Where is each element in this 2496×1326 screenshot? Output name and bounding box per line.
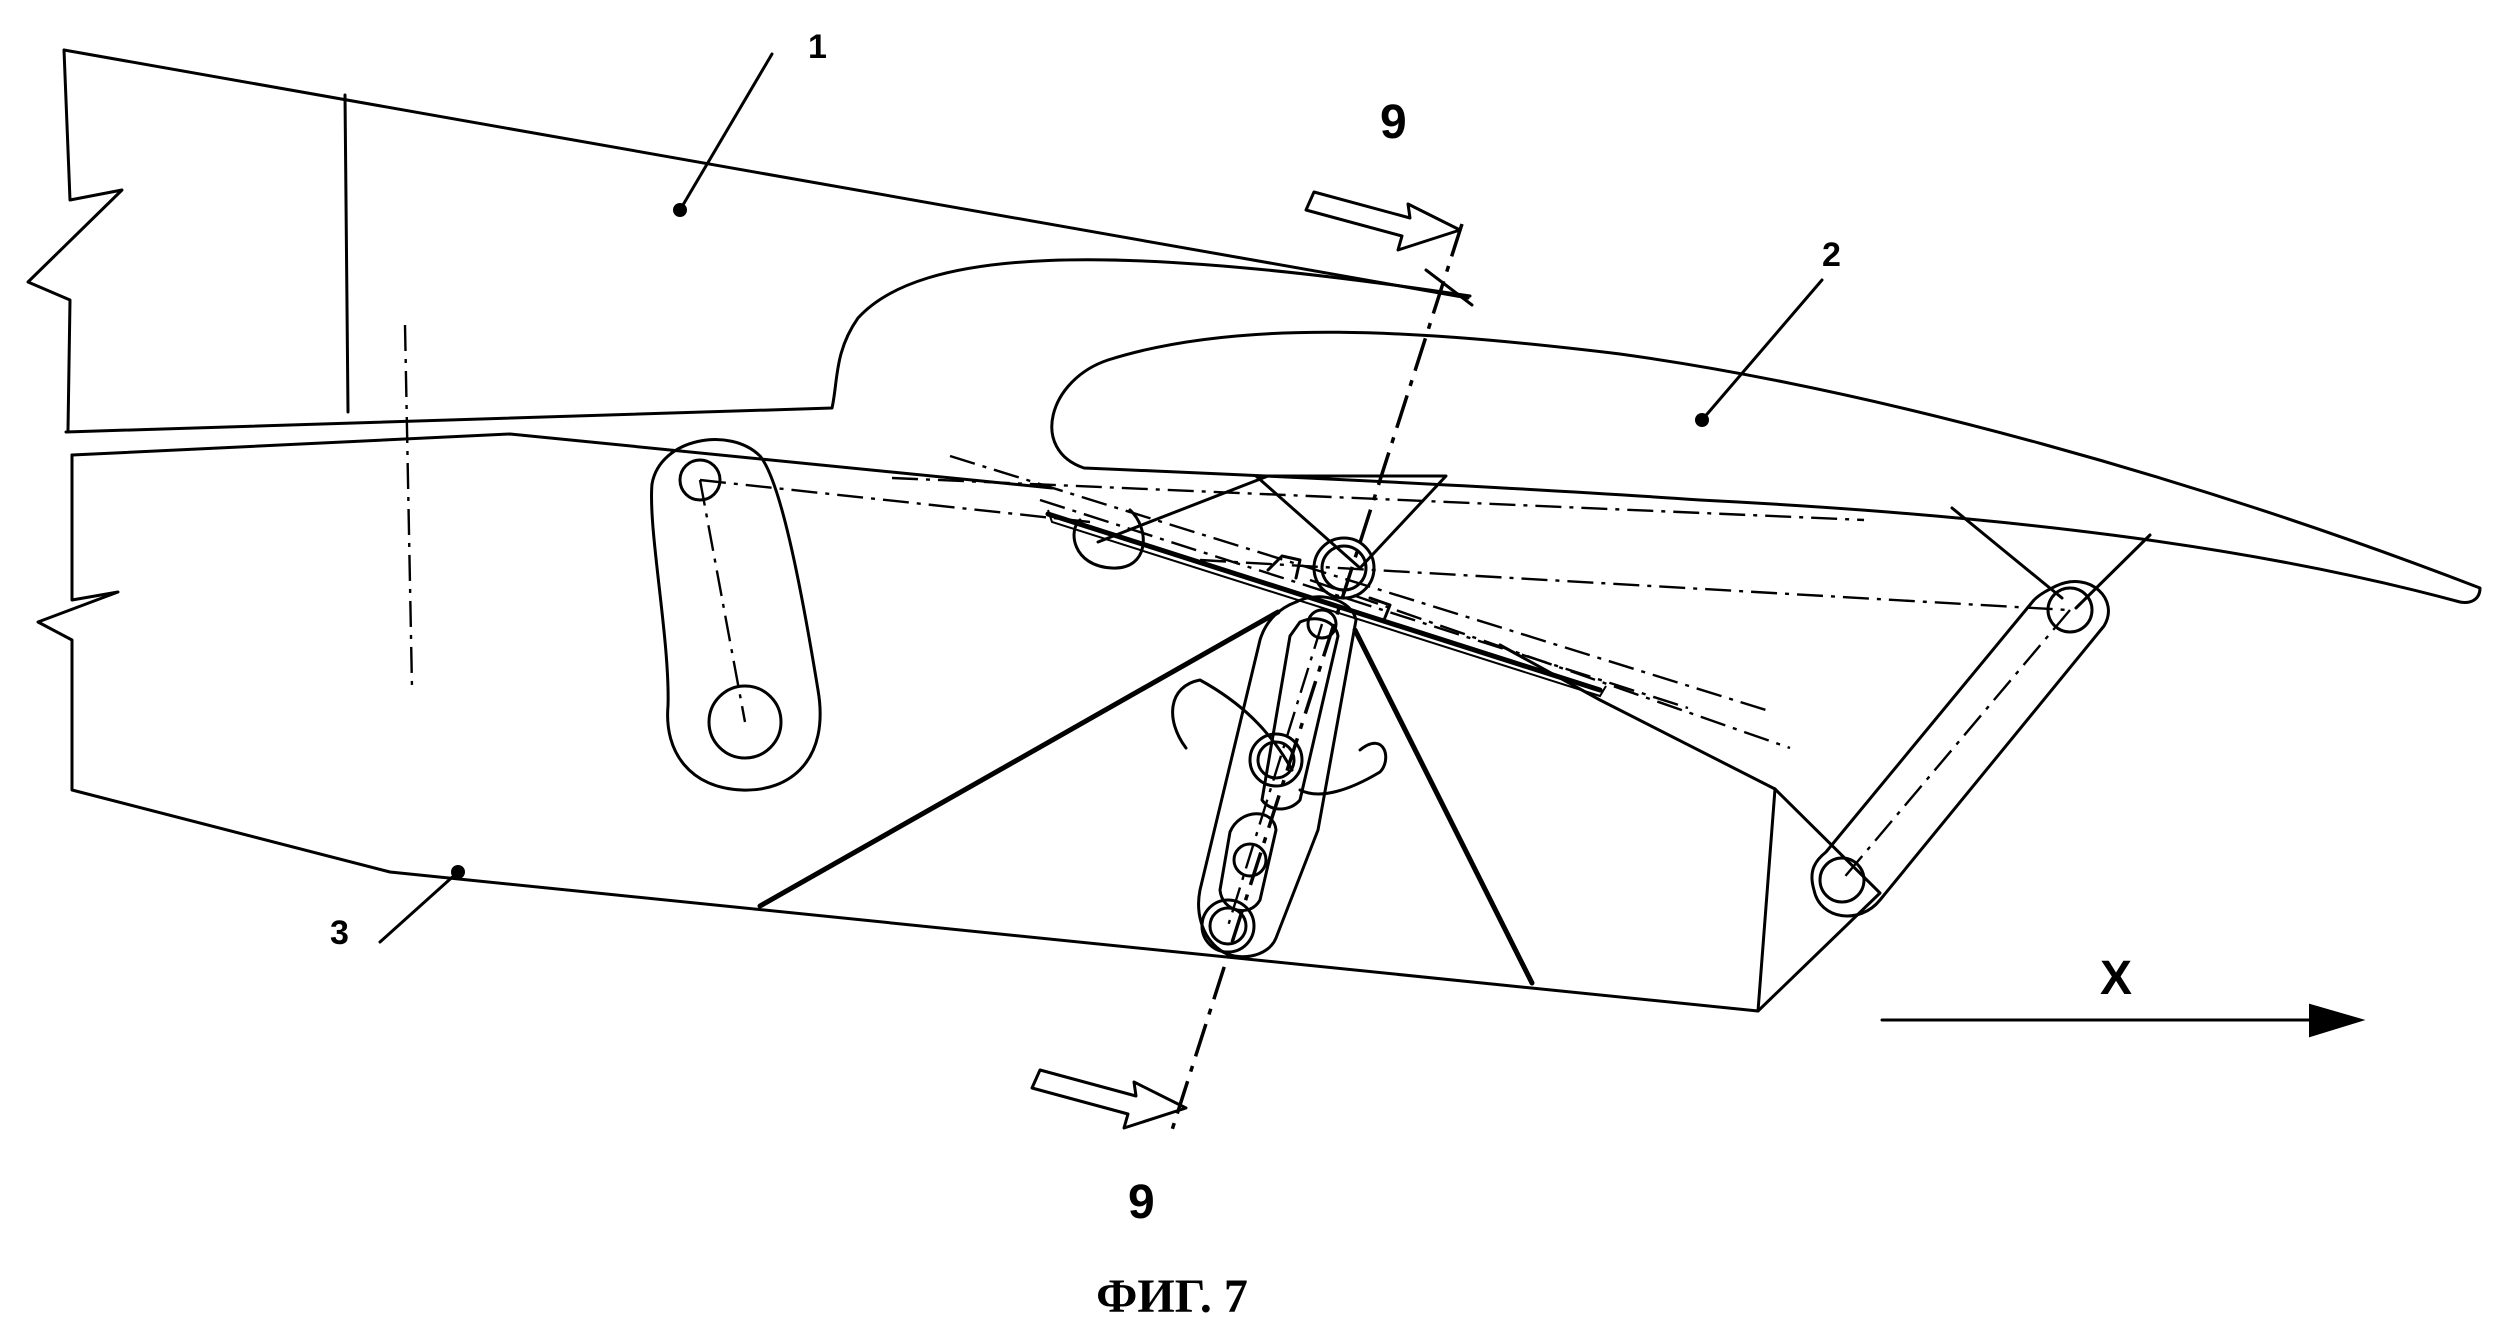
guide-rail: [1045, 508, 1607, 698]
part-3-dot: [451, 865, 465, 879]
part-1-dot: [673, 203, 687, 217]
right-link: [1810, 580, 2110, 918]
part-2-label: 2: [1822, 236, 1841, 274]
axis-x-label: X: [2100, 952, 2132, 1005]
center-lines: [403, 223, 2069, 1131]
part-2-dot: [1695, 413, 1709, 427]
part-1-wing-section: [26, 48, 1474, 434]
figure-caption: ФИГ. 7: [1096, 1270, 1248, 1323]
part-3-label: 3: [330, 914, 349, 952]
section-arrow-bottom: [1030, 1068, 1188, 1130]
part-3-housing: [36, 432, 2152, 1013]
section-arrow-top: [1304, 190, 1462, 252]
leaders: [378, 52, 1824, 944]
left-link: [650, 438, 822, 792]
part-2-slat: [1050, 330, 2482, 604]
x-direction-arrow: [1880, 1003, 2366, 1038]
section-label-top: 9: [1380, 96, 1407, 149]
part-1-label: 1: [808, 28, 827, 66]
section-label-bottom: 9: [1128, 1176, 1155, 1229]
